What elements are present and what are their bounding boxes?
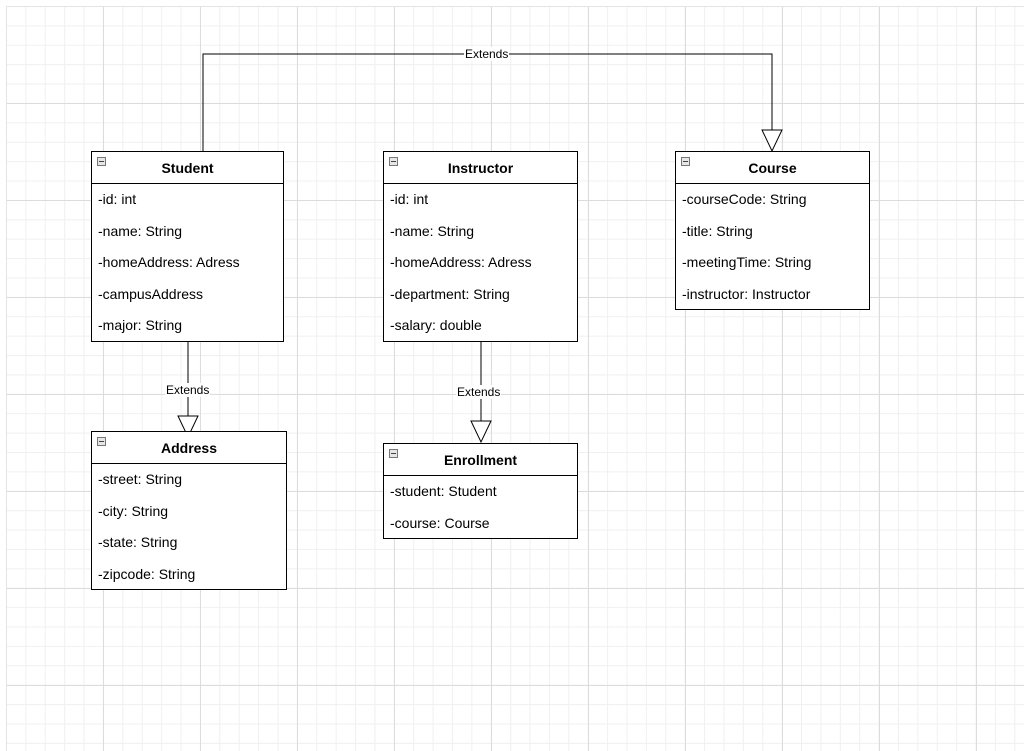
class-name: Student — [161, 159, 214, 176]
class-name: Enrollment — [443, 451, 518, 468]
class-attribute[interactable]: -zipcode: String — [98, 565, 196, 582]
diagram-canvas[interactable] — [6, 6, 1024, 751]
class-attribute[interactable]: -salary: double — [390, 317, 482, 334]
class-header[interactable]: Instructor — [384, 152, 577, 184]
class-header[interactable]: Student — [92, 152, 283, 184]
class-box-student[interactable]: Student -id: int -name: String -homeAddr… — [91, 151, 284, 342]
class-name: Course — [748, 159, 797, 176]
collapse-icon[interactable] — [389, 157, 398, 166]
class-box-instructor[interactable]: Instructor -id: int -name: String -homeA… — [383, 151, 578, 342]
class-attribute[interactable]: -name: String — [390, 222, 475, 239]
class-header[interactable]: Enrollment — [384, 444, 577, 476]
collapse-icon[interactable] — [681, 157, 690, 166]
edge-label[interactable]: Extends — [464, 47, 510, 61]
class-attribute[interactable]: -street: String — [98, 471, 183, 487]
edge-label[interactable]: Extends — [165, 383, 211, 397]
class-attribute[interactable]: -student: Student — [390, 483, 497, 499]
class-attribute[interactable]: -campusAddress — [98, 285, 204, 302]
class-box-enrollment[interactable]: Enrollment -student: Student -course: Co… — [383, 443, 578, 539]
class-box-course[interactable]: Course -courseCode: String -title: Strin… — [675, 151, 870, 310]
class-attribute[interactable]: -department: String — [390, 285, 510, 302]
class-attribute[interactable]: -homeAddress: Adress — [390, 254, 532, 271]
class-attribute[interactable]: -name: String — [98, 222, 183, 239]
class-name: Instructor — [447, 159, 514, 176]
class-attribute[interactable]: -state: String — [98, 534, 178, 551]
class-attribute[interactable]: -instructor: Instructor — [682, 285, 811, 302]
class-attribute[interactable]: -city: String — [98, 502, 169, 519]
collapse-icon[interactable] — [97, 157, 106, 166]
class-attribute[interactable]: -title: String — [682, 222, 753, 239]
class-attribute[interactable]: -id: int — [98, 191, 137, 207]
class-box-address[interactable]: Address -street: String -city: String -s… — [91, 431, 287, 590]
class-attribute[interactable]: -homeAddress: Adress — [98, 254, 240, 271]
collapse-icon[interactable] — [97, 437, 106, 446]
class-attribute[interactable]: -courseCode: String — [682, 191, 807, 207]
class-name: Address — [160, 439, 218, 456]
collapse-icon[interactable] — [389, 449, 398, 458]
class-attribute[interactable]: -id: int — [390, 191, 429, 207]
class-header[interactable]: Address — [92, 432, 286, 464]
class-attribute[interactable]: -meetingTime: String — [682, 254, 812, 271]
edge-label[interactable]: Extends — [456, 385, 502, 399]
class-attribute[interactable]: -course: Course — [390, 514, 490, 531]
class-header[interactable]: Course — [676, 152, 869, 184]
class-attribute[interactable]: -major: String — [98, 317, 183, 334]
